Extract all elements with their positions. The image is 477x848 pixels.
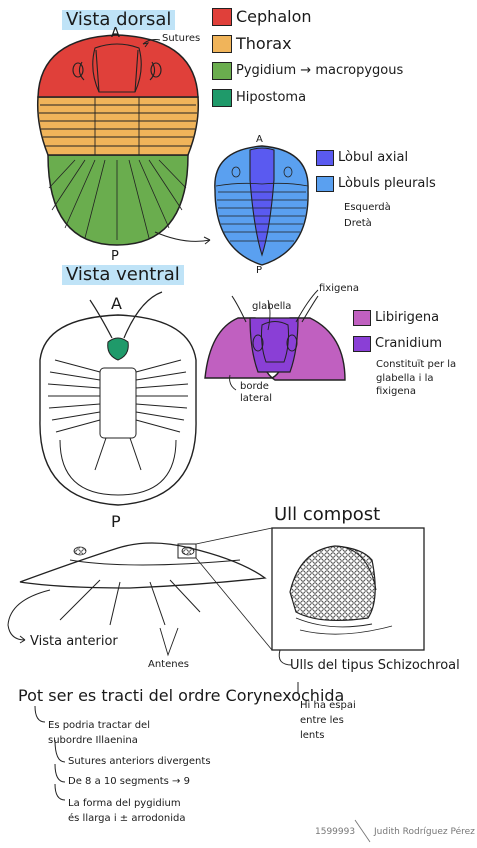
title-dorsal: Vista dorsal <box>62 10 176 30</box>
eye-type-note: Ulls del tipus Schizochroal <box>290 658 460 673</box>
borde-lateral-label: borde lateral <box>240 381 272 404</box>
posterior-label-ventral: P <box>111 512 121 531</box>
sutures-label: Sutures <box>162 33 201 44</box>
cranidium-note: Constituït per la glabella i la fixigena <box>376 359 457 397</box>
conclusion-arrows <box>34 682 299 801</box>
title-ventral: Vista ventral <box>62 265 184 285</box>
legend-text-pleural: Lòbuls pleurals <box>338 176 436 191</box>
legend-swatch-pleural <box>316 176 334 192</box>
author-name: Judith Rodríguez Pérez <box>374 827 475 837</box>
conclusion-sub: Es podria tractar del subordre Illaenina <box>48 720 150 746</box>
anterior-label: A <box>111 26 120 41</box>
fixigena-label: fixigena <box>319 283 359 294</box>
lobe-note-right: Dretà <box>344 218 372 229</box>
eye-space-note: Hi ha espai entre les lents <box>300 700 356 741</box>
anterior-view <box>7 527 273 657</box>
legend-text-cephalon: Cephalon <box>236 7 312 26</box>
legend-swatch-hipostoma <box>212 89 232 107</box>
legend-text-libirigena: Libirigena <box>375 310 440 325</box>
dorsal-trilobite <box>36 34 211 246</box>
conclusion-point-1: Sutures anteriors divergents <box>68 756 211 767</box>
hypostome <box>107 337 129 361</box>
legend-text-axial: Lòbul axial <box>338 150 409 165</box>
legend-text-pygidium: Pygidium → macropygous <box>236 63 404 78</box>
antenes-label: Antenes <box>148 659 189 670</box>
legend-swatch-thorax <box>212 35 232 53</box>
legend-text-cranidium: Cranidium <box>375 336 443 351</box>
glabella-label: glabella <box>252 301 292 312</box>
conclusion-point-2: De 8 a 10 segments → 9 <box>68 776 190 787</box>
anterior-label-ventral: A <box>111 294 122 313</box>
title-eye: Ull compost <box>274 504 381 525</box>
cephalon-detail <box>204 289 346 391</box>
lobes-trilobite <box>214 145 309 266</box>
legend-text-thorax: Thorax <box>236 34 292 53</box>
posterior-label-small: P <box>256 265 263 276</box>
vista-anterior-label: Vista anterior <box>30 634 118 649</box>
cephalon-region <box>37 34 199 98</box>
lobe-note-left: Esquerdà <box>344 202 391 213</box>
legend-swatch-pygidium <box>212 62 232 80</box>
legend-swatch-cranidium <box>353 336 371 352</box>
anterior-label-small: A <box>256 134 263 145</box>
student-id: 1599993 <box>315 827 356 837</box>
eye-detail <box>271 527 425 666</box>
axial-lobe <box>249 147 275 257</box>
legend-text-hipostoma: Hipostoma <box>236 90 307 105</box>
ventral-trilobite <box>39 291 197 506</box>
legend-swatch-libirigena <box>353 310 371 326</box>
thorax-region <box>36 96 200 156</box>
conclusion-heading: Pot ser es tracti del ordre Corynexochid… <box>18 686 345 705</box>
posterior-label: P <box>111 249 119 264</box>
legend-swatch-axial <box>316 150 334 166</box>
conclusion-point-3: La forma del pygidium és llarga i ± arro… <box>68 798 186 824</box>
legend-swatch-cephalon <box>212 8 232 26</box>
